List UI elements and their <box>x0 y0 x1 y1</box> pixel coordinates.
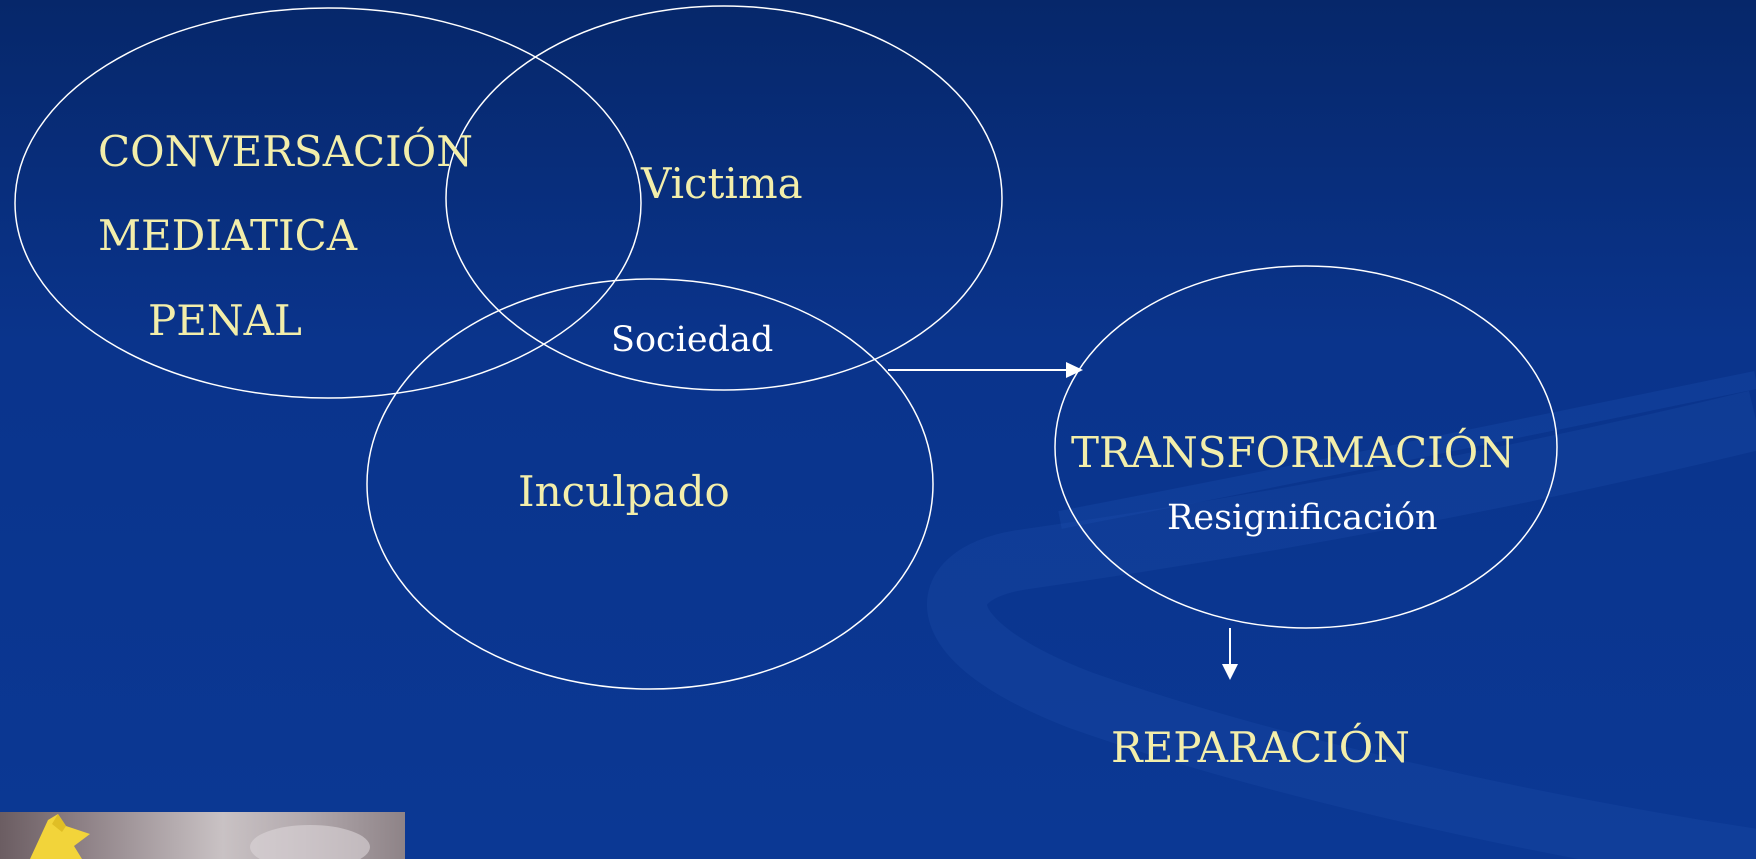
victima-label: Victima <box>641 159 803 208</box>
conversacion-label: CONVERSACIÓN <box>98 127 473 176</box>
resignificacion-label: Resignificación <box>1167 498 1438 538</box>
decorative-photo <box>0 812 405 859</box>
arrow-to-reparacion-head <box>1222 664 1238 680</box>
flower-icon <box>30 814 370 859</box>
background-swoosh-thin <box>1058 371 1756 529</box>
mediatica-label: MEDIATICA <box>98 211 358 260</box>
background-swoosh <box>927 390 1756 859</box>
penal-label: PENAL <box>148 296 302 345</box>
right-ellipse <box>1054 265 1558 629</box>
arrow-to-transformation-head <box>1066 362 1083 378</box>
transformacion-label: TRANSFORMACIÓN <box>1071 428 1515 477</box>
top-ellipse <box>445 5 1003 391</box>
inculpado-label: Inculpado <box>518 467 730 516</box>
sociedad-label: Sociedad <box>611 320 774 360</box>
bottom-ellipse <box>366 278 934 690</box>
reparacion-label: REPARACIÓN <box>1111 723 1410 772</box>
left-ellipse <box>14 7 642 399</box>
